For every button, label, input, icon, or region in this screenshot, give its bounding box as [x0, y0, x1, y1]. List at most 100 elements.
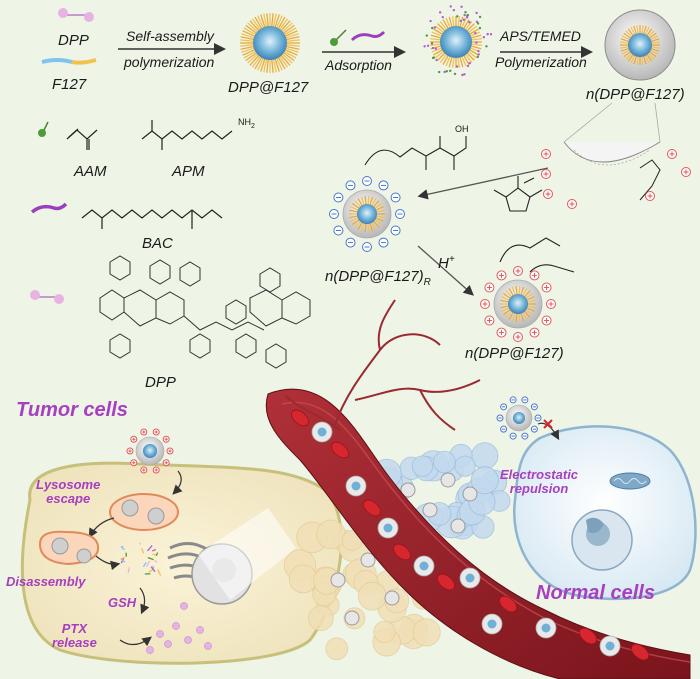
monomer-dot [477, 50, 479, 52]
dpp-chemical-structure [100, 256, 310, 368]
normal-nucleus [572, 510, 632, 570]
ptx-molecule-icon [185, 637, 192, 644]
ammonium-arm-structure [500, 238, 574, 272]
micelle-chain [471, 44, 482, 45]
label-bac: BAC [142, 236, 173, 251]
monomer-dot [469, 62, 471, 64]
monomer-dot [479, 16, 481, 18]
label-h-plus: H+ [438, 255, 455, 271]
ptx-molecule-icon [173, 623, 180, 630]
tumor-tissue-cell [374, 621, 395, 642]
label-dpp-f127: DPP@F127 [228, 80, 308, 95]
bac-icon-small [32, 204, 66, 212]
monomer-dot [486, 33, 488, 35]
label-aps-temed: APS/TEMED [500, 29, 581, 43]
monomer-dot [461, 74, 463, 76]
label-polymerization-1: polymerization [124, 55, 214, 69]
monomer-dot [468, 21, 470, 23]
label-polymerization-2: Polymerization [495, 55, 587, 69]
monomer-dot [429, 20, 431, 22]
monomer-dot [467, 65, 469, 67]
monomer-dot [483, 36, 485, 38]
zoom-line [564, 103, 612, 142]
monomer-dot [463, 19, 465, 21]
micelle-chain [267, 13, 268, 27]
citraconic-anhydride-structure [494, 176, 542, 211]
label-tumor-cells: Tumor cells [16, 400, 128, 420]
tumor-tissue-cell [413, 619, 440, 646]
nanogel-zoom-fragment [564, 142, 660, 200]
monomer-dot [439, 11, 441, 13]
micelle-chain [430, 39, 441, 40]
monomer-dot [466, 16, 468, 18]
label-nh2: NH2 [238, 118, 255, 130]
ptx-molecule-icon [157, 631, 164, 638]
monomer-dot [463, 14, 465, 16]
mitochondrion [610, 473, 650, 489]
repelled-negative-nanogel [497, 397, 541, 439]
tumor-tissue-cell [289, 565, 317, 593]
monomer-dot [449, 70, 451, 72]
nanogel-core [542, 624, 551, 633]
monomer-dot [427, 45, 429, 47]
monomer-dot [435, 59, 437, 61]
dpp-icon-small [30, 290, 64, 304]
fragment [122, 546, 123, 547]
micelle-chain [471, 39, 482, 40]
label-ptx-release: PTX release [52, 622, 97, 651]
negative-nanogel-icon [330, 177, 405, 252]
micelle-chain [272, 13, 273, 27]
adsorbed-micelle-icon [423, 5, 492, 76]
label-lysosome-escape: Lysosome escape [36, 478, 100, 507]
monomer-dot [475, 12, 477, 14]
monomer-dot [442, 16, 444, 18]
nanogel-core [466, 574, 475, 583]
bac-crosslinker-icon [352, 32, 384, 40]
monomer-dot [432, 57, 434, 59]
monomer-dot [467, 14, 469, 16]
monomer-dot [479, 27, 481, 29]
label-aam: AAM [74, 164, 107, 179]
tumor-tissue-cell [326, 638, 348, 660]
ptx-molecule-icon [165, 641, 172, 648]
label-nanogel-positive: n(DPP@F127) [465, 346, 564, 361]
dpp-molecule-icon [58, 8, 94, 22]
label-oh-minus: OH [455, 125, 469, 134]
monomer-dot [431, 27, 433, 29]
internalized-nanogel-icon [451, 519, 465, 533]
internalized-nanogel-icon [345, 611, 359, 625]
dpp-f127-micelle-icon [240, 13, 300, 73]
zoom-line [655, 103, 660, 142]
label-electrostatic-repulsion: Electrostatic repulsion [500, 468, 578, 497]
label-apm: APM [172, 164, 205, 179]
internalized-nanogel-icon [423, 503, 437, 517]
label-gsh: GSH [108, 596, 136, 609]
monomer-dot [453, 9, 455, 11]
micelle-chain [240, 40, 254, 41]
monomer-dot [438, 71, 440, 73]
label-adsorption: Adsorption [325, 58, 392, 72]
micelle-chain [286, 40, 300, 41]
internalized-nanogel-icon [463, 487, 477, 501]
nanogel-core [420, 562, 429, 571]
tumor-vessel-cell [412, 456, 433, 477]
label-dpp-top: DPP [58, 33, 89, 48]
micelle-chain [286, 45, 300, 46]
monomer-dot [446, 70, 448, 72]
monomer-dot [443, 71, 445, 73]
aam-structure [67, 129, 97, 150]
monomer-dot [460, 6, 462, 8]
label-dpp-bottom: DPP [145, 375, 176, 390]
ptx-molecule-icon [197, 627, 204, 634]
apm-structure [142, 120, 232, 150]
nanogel-icon [605, 10, 675, 80]
monomer-dot [490, 33, 492, 35]
monomer-dot [435, 48, 437, 50]
monomer-dot [464, 11, 466, 13]
nanogel-core [384, 524, 393, 533]
internalized-nanogel-icon [331, 573, 345, 587]
bac-structure [82, 210, 222, 229]
citraconic-amide-structure [365, 136, 466, 170]
nanogel-core [488, 620, 497, 629]
monomer-dot [475, 41, 477, 43]
